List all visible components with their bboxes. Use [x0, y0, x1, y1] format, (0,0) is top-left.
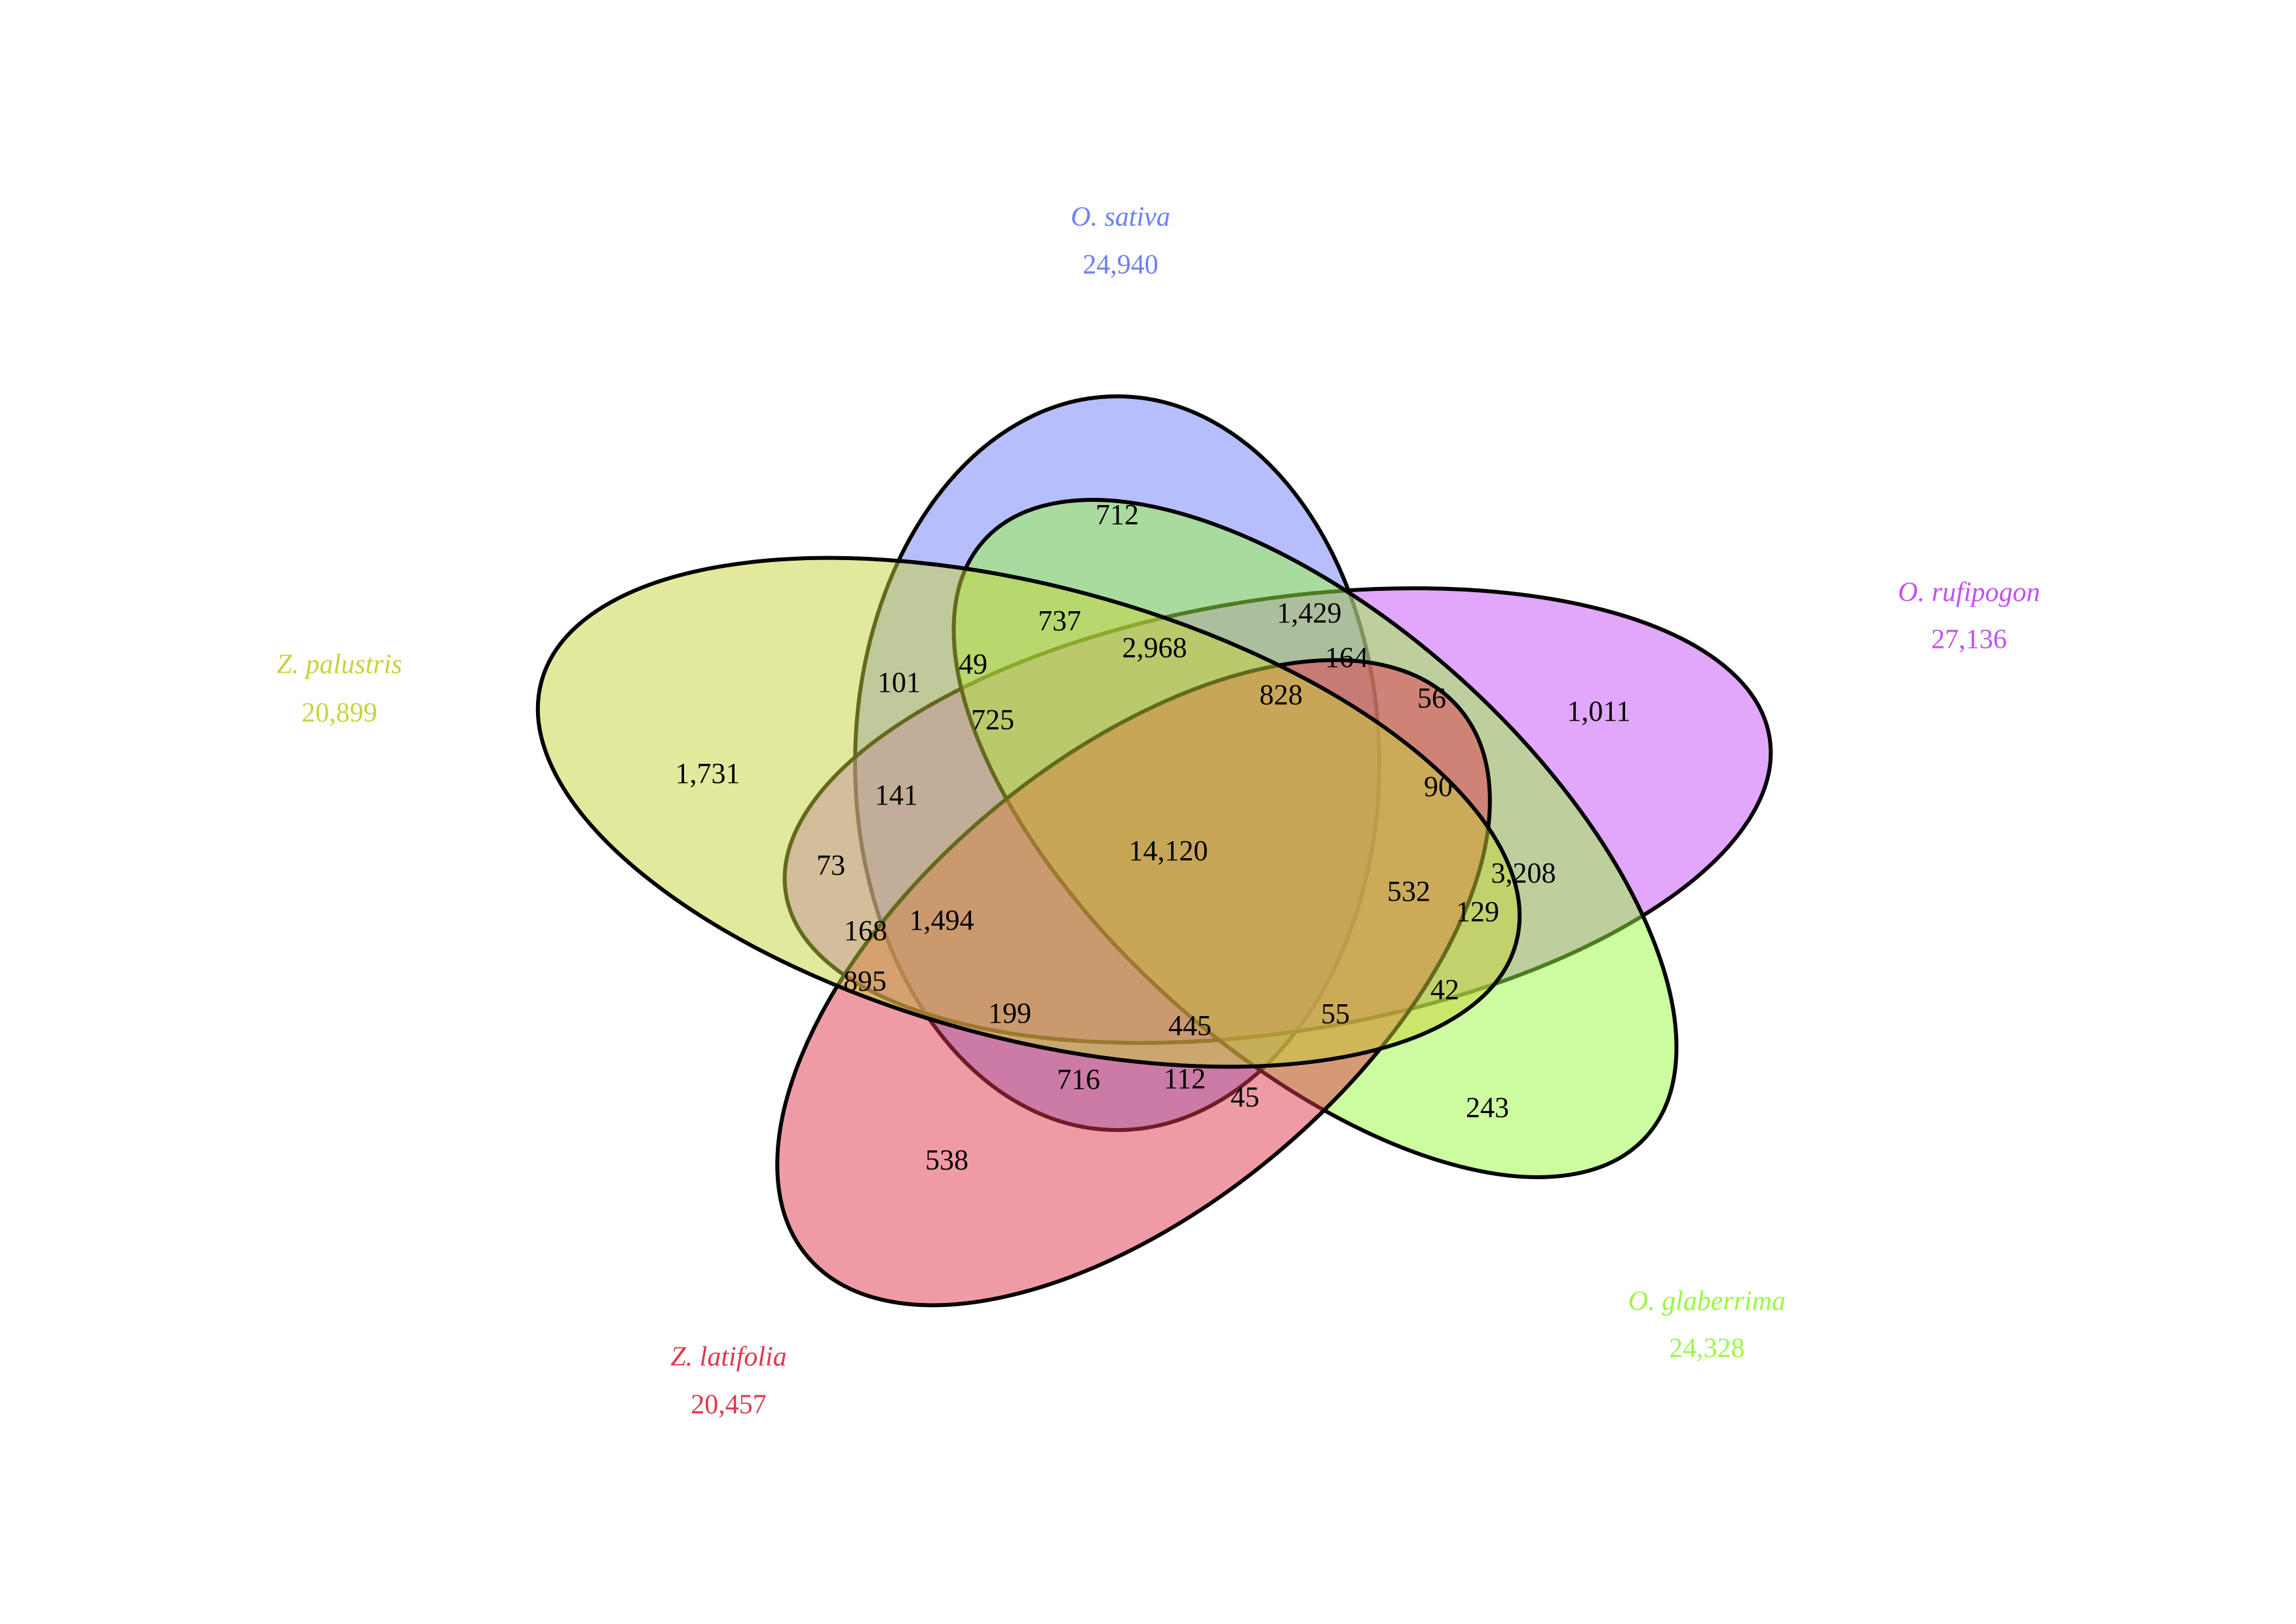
- region-count-r-164: 164: [1325, 641, 1368, 673]
- region-count-r-1494: 1,494: [909, 904, 974, 936]
- region-count-r-532: 532: [1387, 875, 1430, 907]
- region-count-r-14120: 14,120: [1129, 835, 1208, 867]
- region-count-r-55: 55: [1321, 998, 1350, 1030]
- set-name-sativa: O. sativa: [1071, 202, 1170, 233]
- region-count-latifolia-only: 538: [925, 1144, 968, 1176]
- region-count-r-49: 49: [959, 648, 987, 680]
- region-count-r-716: 716: [1057, 1063, 1100, 1095]
- region-count-r-445: 445: [1168, 1010, 1212, 1042]
- set-ellipses: [535, 394, 1773, 1308]
- region-count-glaberrima-only: 243: [1466, 1091, 1509, 1124]
- set-total-sativa: 24,940: [1082, 250, 1158, 280]
- region-count-r-725: 725: [971, 704, 1014, 736]
- region-count-r-1429: 1,429: [1277, 597, 1342, 629]
- set-total-glaberrima: 24,328: [1669, 1334, 1745, 1364]
- region-count-r-828: 828: [1259, 679, 1303, 711]
- set-name-latifolia: Z. latifolia: [670, 1342, 786, 1372]
- region-count-r-199: 199: [988, 997, 1031, 1029]
- region-count-r-129: 129: [1456, 896, 1499, 928]
- region-count-r-73: 73: [816, 849, 845, 881]
- region-count-r-168: 168: [844, 915, 887, 947]
- set-legend-labels: O. sativa 24,940 O. rufipogon 27,136 O. glab…: [277, 202, 2040, 1420]
- region-count-r-2968: 2,968: [1122, 632, 1187, 664]
- region-count-r-90: 90: [1424, 770, 1453, 803]
- region-count-palustris-only: 1,731: [676, 757, 740, 789]
- set-total-latifolia: 20,457: [691, 1390, 767, 1420]
- region-count-sativa-only: 712: [1096, 499, 1139, 531]
- region-count-r-141: 141: [875, 779, 918, 811]
- ellipse-palustris: [535, 556, 1522, 1069]
- region-count-r-45: 45: [1231, 1081, 1259, 1113]
- set-name-glaberrima: O. glaberrima: [1628, 1287, 1786, 1317]
- region-count-r-56: 56: [1417, 682, 1446, 714]
- region-count-rufipogon-only: 1,011: [1567, 695, 1630, 727]
- region-counts: 712 1,011 243 538 1,731 737 1,429 2,968 164 101 49…: [676, 499, 1631, 1176]
- region-count-r-737: 737: [1038, 605, 1081, 637]
- set-name-rufipogon: O. rufipogon: [1898, 578, 2040, 608]
- set-total-rufipogon: 27,136: [1931, 625, 2007, 655]
- set-name-palustris: Z. palustris: [277, 650, 402, 680]
- region-count-r-42: 42: [1430, 973, 1459, 1006]
- region-count-r-101: 101: [877, 666, 921, 698]
- region-count-r-3208: 3,208: [1491, 857, 1556, 889]
- set-total-palustris: 20,899: [301, 698, 377, 728]
- region-count-r-895: 895: [843, 965, 887, 997]
- region-count-r-112: 112: [1164, 1063, 1206, 1095]
